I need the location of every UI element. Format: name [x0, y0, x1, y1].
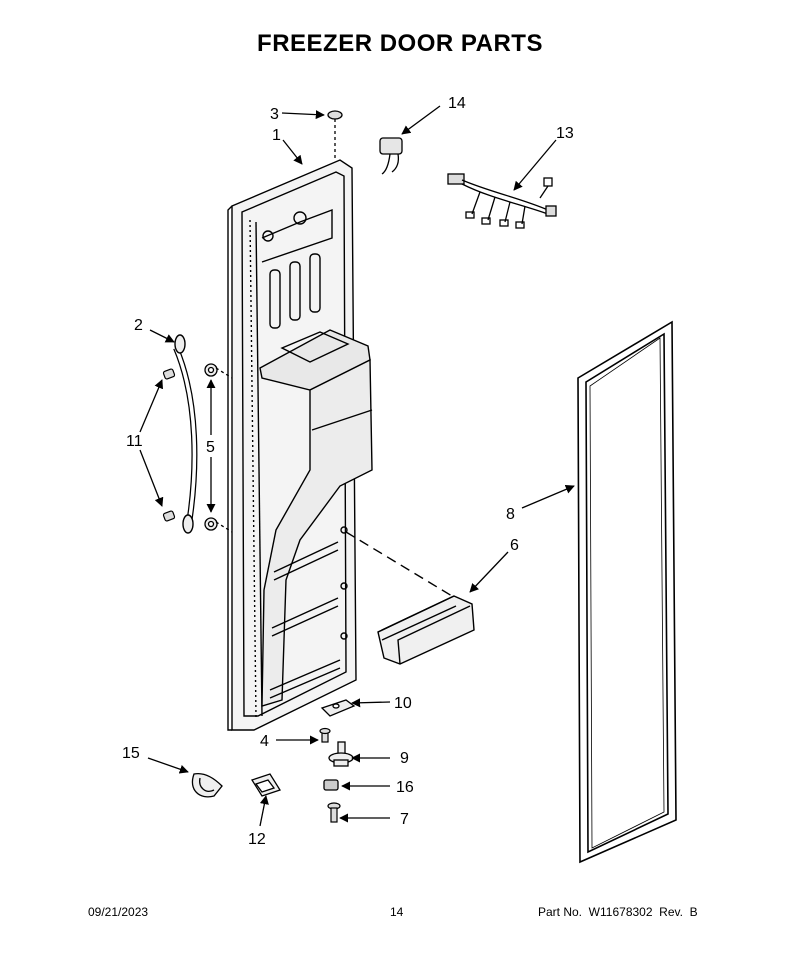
door-bin-part: [345, 531, 475, 665]
callout-2: 2: [134, 317, 143, 334]
callout-10: 10: [394, 695, 412, 712]
callout-9: 9: [400, 750, 409, 767]
footer-part-number: Part No. W11678302 Rev. B: [538, 905, 698, 919]
wire-harness-part: [447, 173, 557, 229]
callout-6: 6: [510, 537, 519, 554]
bushing-part: [323, 779, 339, 791]
callout-12: 12: [248, 831, 266, 848]
handle-spacers-part: [204, 363, 233, 533]
callout-4: 4: [260, 733, 269, 750]
footer-page-number: 14: [390, 905, 404, 919]
callout-3: 3: [270, 106, 279, 123]
callout-13: 13: [556, 125, 574, 142]
callout-11: 11: [126, 433, 143, 450]
door-handle-part: [173, 334, 198, 534]
hinge-cover-part: [251, 773, 281, 797]
callout-7: 7: [400, 811, 409, 828]
switch-part: [379, 137, 403, 175]
bottom-screw-part: [327, 802, 341, 823]
handle-screws-part: [162, 368, 176, 522]
freezer-door-panel: [227, 159, 373, 731]
clip-part: [191, 772, 223, 798]
hinge-pin-part: [328, 741, 354, 767]
callout-5: 5: [206, 439, 215, 456]
hinge-bracket-part: [320, 699, 356, 717]
callout-8: 8: [506, 506, 515, 523]
page-title: FREEZER DOOR PARTS: [257, 30, 543, 57]
callout-15: 15: [122, 745, 140, 762]
callout-16: 16: [396, 779, 414, 796]
callout-14: 14: [448, 95, 466, 112]
callout-1: 1: [272, 127, 281, 144]
door-gasket-part: [577, 320, 677, 864]
footer-date: 09/21/2023: [88, 905, 149, 919]
top-cap-part: [327, 110, 343, 158]
hinge-screw-part: [319, 727, 331, 743]
callout-leaders: [139, 105, 575, 827]
